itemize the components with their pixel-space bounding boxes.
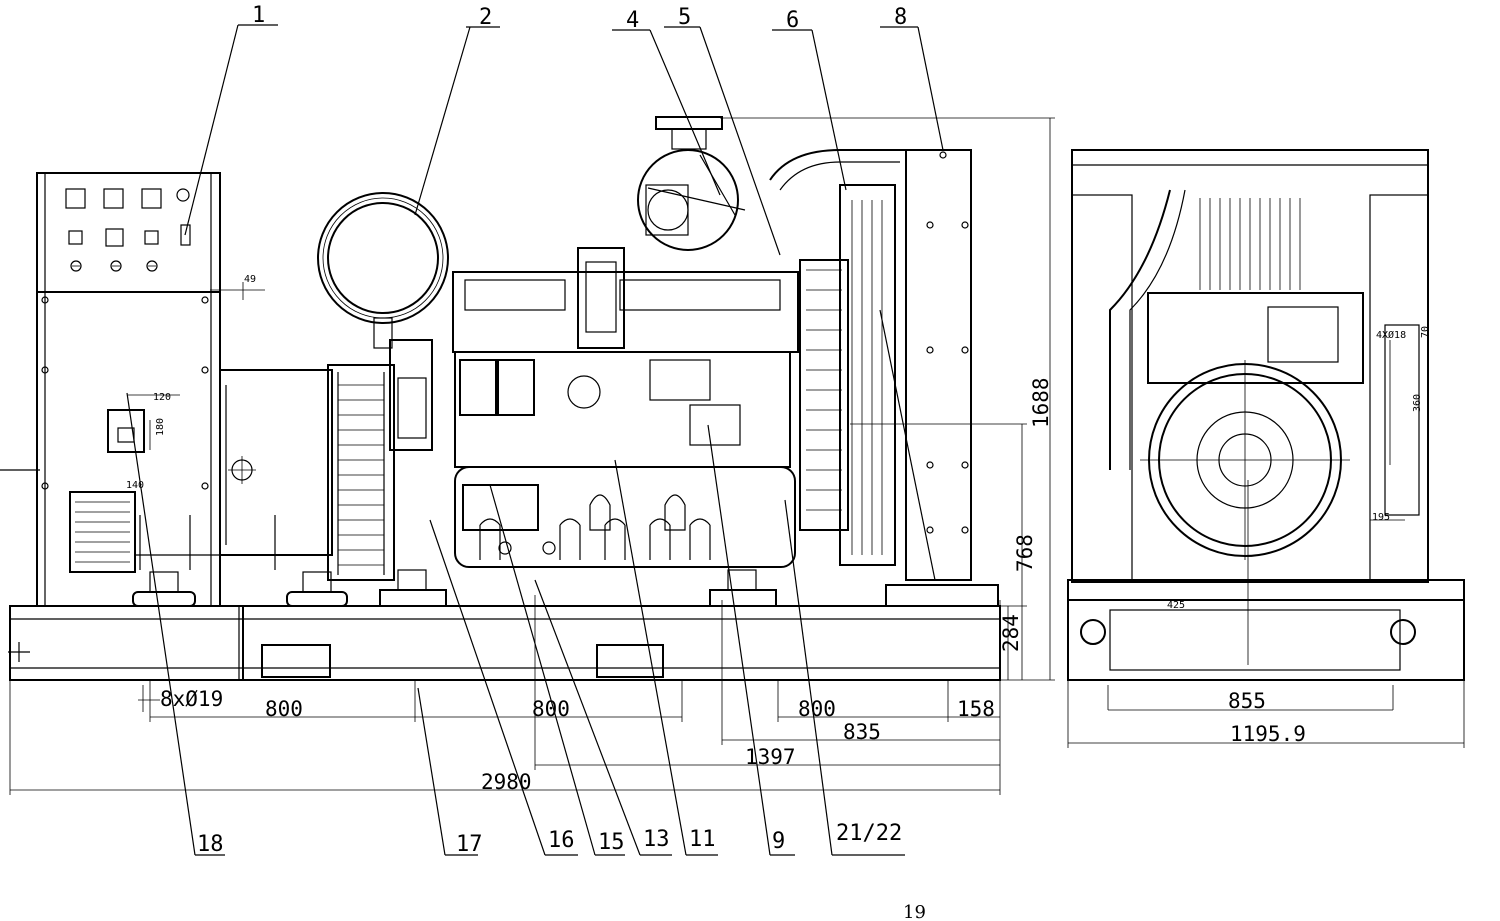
callout-17: 17 [456, 832, 483, 857]
dim-800-c: 800 [798, 697, 836, 721]
dimension-labels: 49 120 180 140 8xØ19 800 800 800 158 835… [126, 274, 1431, 794]
dim-140: 140 [126, 480, 144, 491]
side-view [0, 116, 1055, 795]
anti-vibration-mounts [132, 515, 999, 607]
dim-768: 768 [1013, 534, 1037, 572]
radiator [799, 149, 972, 581]
dim-158: 158 [957, 697, 995, 721]
alternator [0, 364, 395, 581]
dim-1195-9: 1195.9 [1230, 722, 1306, 746]
exhaust-turbo [637, 116, 910, 251]
callout-11: 11 [689, 827, 716, 852]
control-panel [36, 172, 265, 607]
dim-800-a: 800 [265, 697, 303, 721]
dim-284: 284 [999, 614, 1023, 652]
engine [452, 247, 799, 568]
dim-49: 49 [244, 274, 256, 285]
dim-2980: 2980 [481, 770, 532, 794]
callout-8: 8 [894, 5, 907, 30]
front-radiator-grille [1199, 198, 1301, 290]
callout-6: 6 [786, 8, 799, 33]
alternator-vent-slots [338, 384, 384, 566]
page-number: 19 [903, 902, 926, 921]
dim-1688: 1688 [1029, 377, 1053, 428]
dim-180: 180 [155, 418, 166, 436]
dim-120: 120 [153, 392, 171, 403]
dim-195: 195 [1372, 512, 1390, 523]
callout-13: 13 [643, 827, 670, 852]
dim-360: 360 [1412, 394, 1423, 412]
air-filter [317, 192, 449, 451]
dim-70: 70 [1420, 326, 1431, 338]
dim-4x18: 4XØ18 [1376, 329, 1406, 341]
radiator-fins [806, 200, 883, 555]
front-view [1067, 149, 1465, 748]
callout-5: 5 [678, 5, 691, 30]
callout-2: 2 [479, 5, 492, 30]
dim-1397: 1397 [745, 745, 796, 769]
dim-855: 855 [1228, 689, 1266, 713]
callout-leaders [126, 24, 944, 856]
callout-21-22: 21/22 [836, 821, 902, 846]
dim-425: 425 [1167, 600, 1185, 611]
callout-18: 18 [197, 832, 224, 857]
dim-8x19: 8xØ19 [160, 687, 223, 711]
callout-16: 16 [548, 828, 575, 853]
dim-835: 835 [843, 720, 881, 744]
callout-9: 9 [772, 829, 785, 854]
callout-4: 4 [626, 8, 639, 33]
callout-15: 15 [598, 830, 625, 855]
callout-1: 1 [252, 3, 265, 28]
dim-800-b: 800 [532, 697, 570, 721]
base-frame [8, 605, 1001, 681]
side-dimension-lines [9, 117, 1055, 795]
callout-numbers: 1 2 4 5 6 8 18 17 16 15 13 11 9 21/22 [197, 3, 907, 857]
